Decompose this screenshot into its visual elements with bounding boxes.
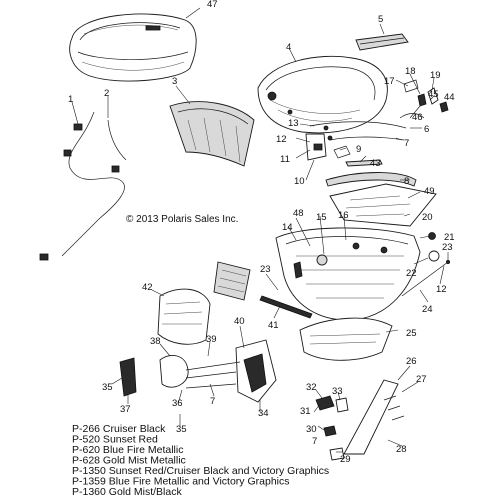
color-legend-item: P-1359 Blue Fire Metallic and Victory Gr… xyxy=(72,476,290,488)
callout-14: 14 xyxy=(282,222,293,233)
callout-16: 16 xyxy=(338,210,349,221)
callout-17: 17 xyxy=(384,76,395,87)
legend-last-line: P-1360 Gold Mist/Black xyxy=(72,486,182,498)
grommet-part xyxy=(428,232,440,262)
callout-labels: 47 5 4 3 1 2 17 18 19 45 44 46 13 6 12 7… xyxy=(68,0,455,465)
callout-25: 25 xyxy=(406,328,417,339)
color-legend-item: P-520 Sunset Red xyxy=(72,434,158,446)
callout-30: 30 xyxy=(306,424,317,435)
copyright-notice: © 2013 Polaris Sales Inc. xyxy=(126,214,238,225)
callout-34: 34 xyxy=(258,408,269,419)
callout-4: 4 xyxy=(286,42,291,53)
long-trim-strip-part xyxy=(325,172,417,187)
callout-7b: 7 xyxy=(210,396,215,407)
side-panel-part xyxy=(157,288,211,345)
callout-19: 19 xyxy=(430,70,441,81)
callout-44: 44 xyxy=(444,92,455,103)
callout-32: 32 xyxy=(306,382,317,393)
callout-41: 41 xyxy=(268,320,279,331)
spoiler-strip-part xyxy=(355,33,409,51)
color-legend-item: P-1350 Sunset Red/Cruiser Black and Vict… xyxy=(72,465,329,477)
color-legend-item: P-266 Cruiser Black xyxy=(72,423,166,435)
lower-right-bracket-part xyxy=(315,379,405,461)
callout-12a: 12 xyxy=(276,134,287,145)
side-trim-part xyxy=(169,101,255,167)
callout-49: 49 xyxy=(424,186,435,197)
callout-35a: 35 xyxy=(102,382,113,393)
trunk-tub-part xyxy=(275,227,421,321)
callout-38: 38 xyxy=(150,336,161,347)
callout-39: 39 xyxy=(206,334,217,345)
trunk-rail-part xyxy=(345,159,383,167)
callout-36: 36 xyxy=(172,398,183,409)
grille-part xyxy=(213,261,251,301)
wire-harness-part xyxy=(39,111,127,261)
callout-15: 15 xyxy=(316,212,327,223)
callout-20: 20 xyxy=(422,212,433,223)
callout-6: 6 xyxy=(424,124,429,135)
color-legend-item: P-620 Blue Fire Metallic xyxy=(72,444,183,456)
callout-12b: 12 xyxy=(436,284,447,295)
trunk-cover-part xyxy=(69,13,197,82)
callout-24: 24 xyxy=(422,304,433,315)
callout-33: 33 xyxy=(332,386,343,397)
callout-23a: 23 xyxy=(260,264,271,275)
callout-9: 9 xyxy=(356,144,361,155)
bottom-tray-part xyxy=(299,317,393,361)
callout-2: 2 xyxy=(104,88,109,99)
callout-46: 46 xyxy=(412,112,423,123)
bar-part xyxy=(259,295,313,319)
callout-45: 45 xyxy=(428,89,439,100)
callout-40: 40 xyxy=(234,316,245,327)
callout-11: 11 xyxy=(280,154,290,165)
latch-hardware-part xyxy=(399,79,449,119)
callout-31: 31 xyxy=(300,406,311,417)
callout-3: 3 xyxy=(172,76,177,87)
callout-13: 13 xyxy=(288,118,299,129)
rod-part xyxy=(401,259,450,297)
lid-seal-part xyxy=(309,121,407,141)
callout-10: 10 xyxy=(294,176,305,187)
callout-35b: 35 xyxy=(176,424,187,435)
callout-37: 37 xyxy=(120,404,131,415)
color-legend: P-266 Cruiser Black P-520 Sunset Red P-6… xyxy=(72,423,329,488)
callout-29: 29 xyxy=(340,454,351,465)
callout-8: 8 xyxy=(404,176,409,187)
callout-26: 26 xyxy=(406,356,417,367)
callout-48: 48 xyxy=(293,208,304,219)
callout-43: 43 xyxy=(370,158,381,169)
lower-bracket-part xyxy=(119,339,277,403)
trunk-lid-part xyxy=(257,55,388,134)
callout-22: 22 xyxy=(406,268,417,279)
callout-23b: 23 xyxy=(442,242,453,253)
callout-27: 27 xyxy=(416,374,427,385)
callout-21: 21 xyxy=(444,232,455,243)
callout-5: 5 xyxy=(378,14,383,25)
callout-42: 42 xyxy=(142,282,153,293)
callout-28: 28 xyxy=(396,444,407,455)
callout-1: 1 xyxy=(68,94,73,105)
callout-7a: 7 xyxy=(404,138,409,149)
callout-7c: 7 xyxy=(312,436,317,447)
callout-18: 18 xyxy=(405,66,416,77)
color-legend-item: P-628 Gold Mist Metallic xyxy=(72,455,186,467)
trunk-liner-part xyxy=(329,183,437,227)
leader-lines xyxy=(71,7,449,453)
callout-47: 47 xyxy=(207,0,218,10)
